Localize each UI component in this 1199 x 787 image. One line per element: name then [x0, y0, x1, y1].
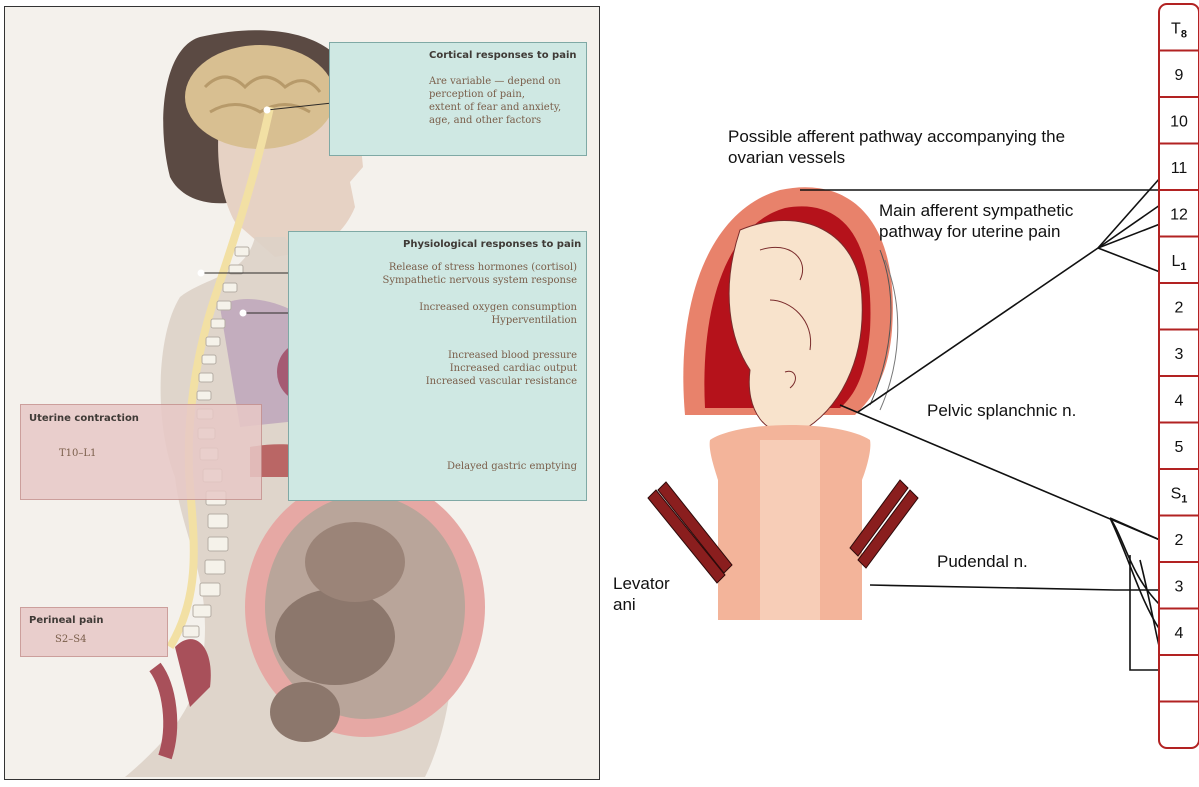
segment-label: 4 [1175, 392, 1184, 409]
segment-label: 2 [1175, 299, 1184, 316]
uterine-title: Uterine contraction [29, 412, 139, 425]
cortical-line: perception of pain, [429, 88, 579, 101]
label-line: ani [613, 594, 670, 615]
segment-label: 5 [1175, 439, 1184, 456]
anatomy-illustration-panel: Cortical responses to pain Are variable … [4, 6, 600, 780]
cortical-text: Are variable — depend on perception of p… [429, 75, 579, 127]
physiological-title: Physiological responses to pain [403, 238, 581, 251]
levator-ani-label: Levator ani [613, 573, 670, 615]
segment-sublabel: 1 [1180, 261, 1186, 273]
segment-sublabel: 8 [1181, 28, 1187, 40]
physiological-group: Increased oxygen consumption Hyperventil… [355, 301, 577, 327]
cortical-line: age, and other factors [429, 114, 579, 127]
cortical-title: Cortical responses to pain [429, 49, 577, 62]
afferent-ovarian-label: Possible afferent pathway accompanying t… [728, 126, 1065, 168]
physiological-line: Hyperventilation [355, 314, 577, 327]
physiological-line: Release of stress hormones (cortisol) [355, 261, 577, 274]
label-line: Main afferent sympathetic [879, 200, 1073, 221]
cortical-line: extent of fear and anxiety, [429, 101, 579, 114]
uterine-range: T10–L1 [59, 447, 96, 460]
segment-sublabel: 1 [1181, 493, 1187, 505]
label-line: pathway for uterine pain [879, 221, 1073, 242]
physiological-line: Increased blood pressure [355, 349, 577, 362]
segment-label: 12 [1170, 206, 1188, 223]
physiological-group: Delayed gastric emptying [355, 460, 577, 473]
physiological-line: Sympathetic nervous system response [355, 274, 577, 287]
segment-label: 9 [1175, 67, 1184, 84]
perineal-range: S2–S4 [55, 633, 86, 646]
segment-label: 10 [1170, 113, 1188, 130]
cortical-line: Are variable — depend on [429, 75, 579, 88]
label-line: Levator [613, 573, 670, 594]
pathway-drawing [600, 0, 1199, 787]
segment-label: 2 [1175, 532, 1184, 549]
segment-label: 11 [1171, 160, 1188, 177]
physiological-group: Release of stress hormones (cortisol) Sy… [355, 261, 577, 287]
segment-label: 4 [1175, 625, 1184, 642]
perineal-title: Perineal pain [29, 614, 103, 627]
label-line: Possible afferent pathway accompanying t… [728, 126, 1065, 147]
physiological-line: Delayed gastric emptying [355, 460, 577, 473]
sympathetic-pathway-label: Main afferent sympathetic pathway for ut… [879, 200, 1073, 242]
label-line: ovarian vessels [728, 147, 1065, 168]
pudendal-label: Pudendal n. [937, 551, 1028, 572]
physiological-line: Increased cardiac output [355, 362, 577, 375]
segment-label: 3 [1175, 346, 1184, 363]
segment-label: 3 [1175, 578, 1184, 595]
pelvic-splanchnic-label: Pelvic splanchnic n. [927, 400, 1076, 421]
physiological-line: Increased oxygen consumption [355, 301, 577, 314]
physiological-group: Increased blood pressure Increased cardi… [355, 349, 577, 388]
physiological-line: Increased vascular resistance [355, 375, 577, 388]
